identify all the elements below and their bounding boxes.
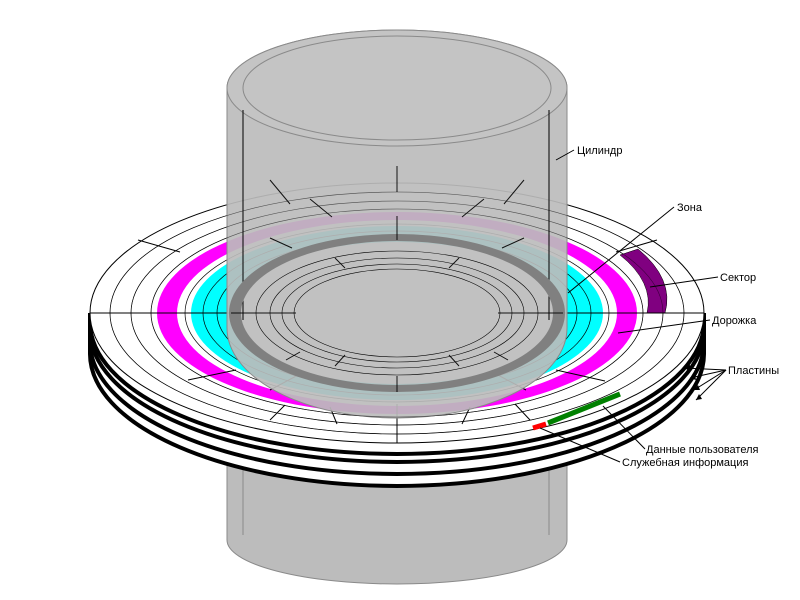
user-data-label: Данные пользователя	[646, 444, 758, 456]
cylinder-label: Цилиндр	[577, 145, 622, 157]
cylinder-pointer	[555, 149, 575, 161]
cylinder-upper	[109, 29, 685, 435]
user-data-pointer	[602, 405, 646, 450]
platters-pointer-4	[695, 369, 727, 401]
sector-pointer	[649, 276, 719, 288]
platters-pointer-3	[693, 369, 727, 391]
service-info-pointer	[539, 427, 621, 463]
track-pointer	[617, 319, 711, 334]
platters-arrowheads	[684, 365, 702, 400]
track-label: Дорожка	[712, 315, 757, 327]
platters-pointer-1	[683, 367, 727, 371]
zone-pointer	[567, 206, 675, 294]
zone-label: Зона	[677, 202, 703, 214]
platters-label: Пластины	[728, 365, 779, 377]
sector-label: Сектор	[720, 272, 756, 284]
platters-pointer-2	[689, 369, 727, 379]
label-pointers	[539, 149, 727, 463]
service-info-arc	[532, 421, 547, 431]
cylinder-lower	[226, 461, 568, 585]
user-data-arc	[547, 391, 621, 426]
service-info-label: Служебная информация	[622, 457, 748, 469]
